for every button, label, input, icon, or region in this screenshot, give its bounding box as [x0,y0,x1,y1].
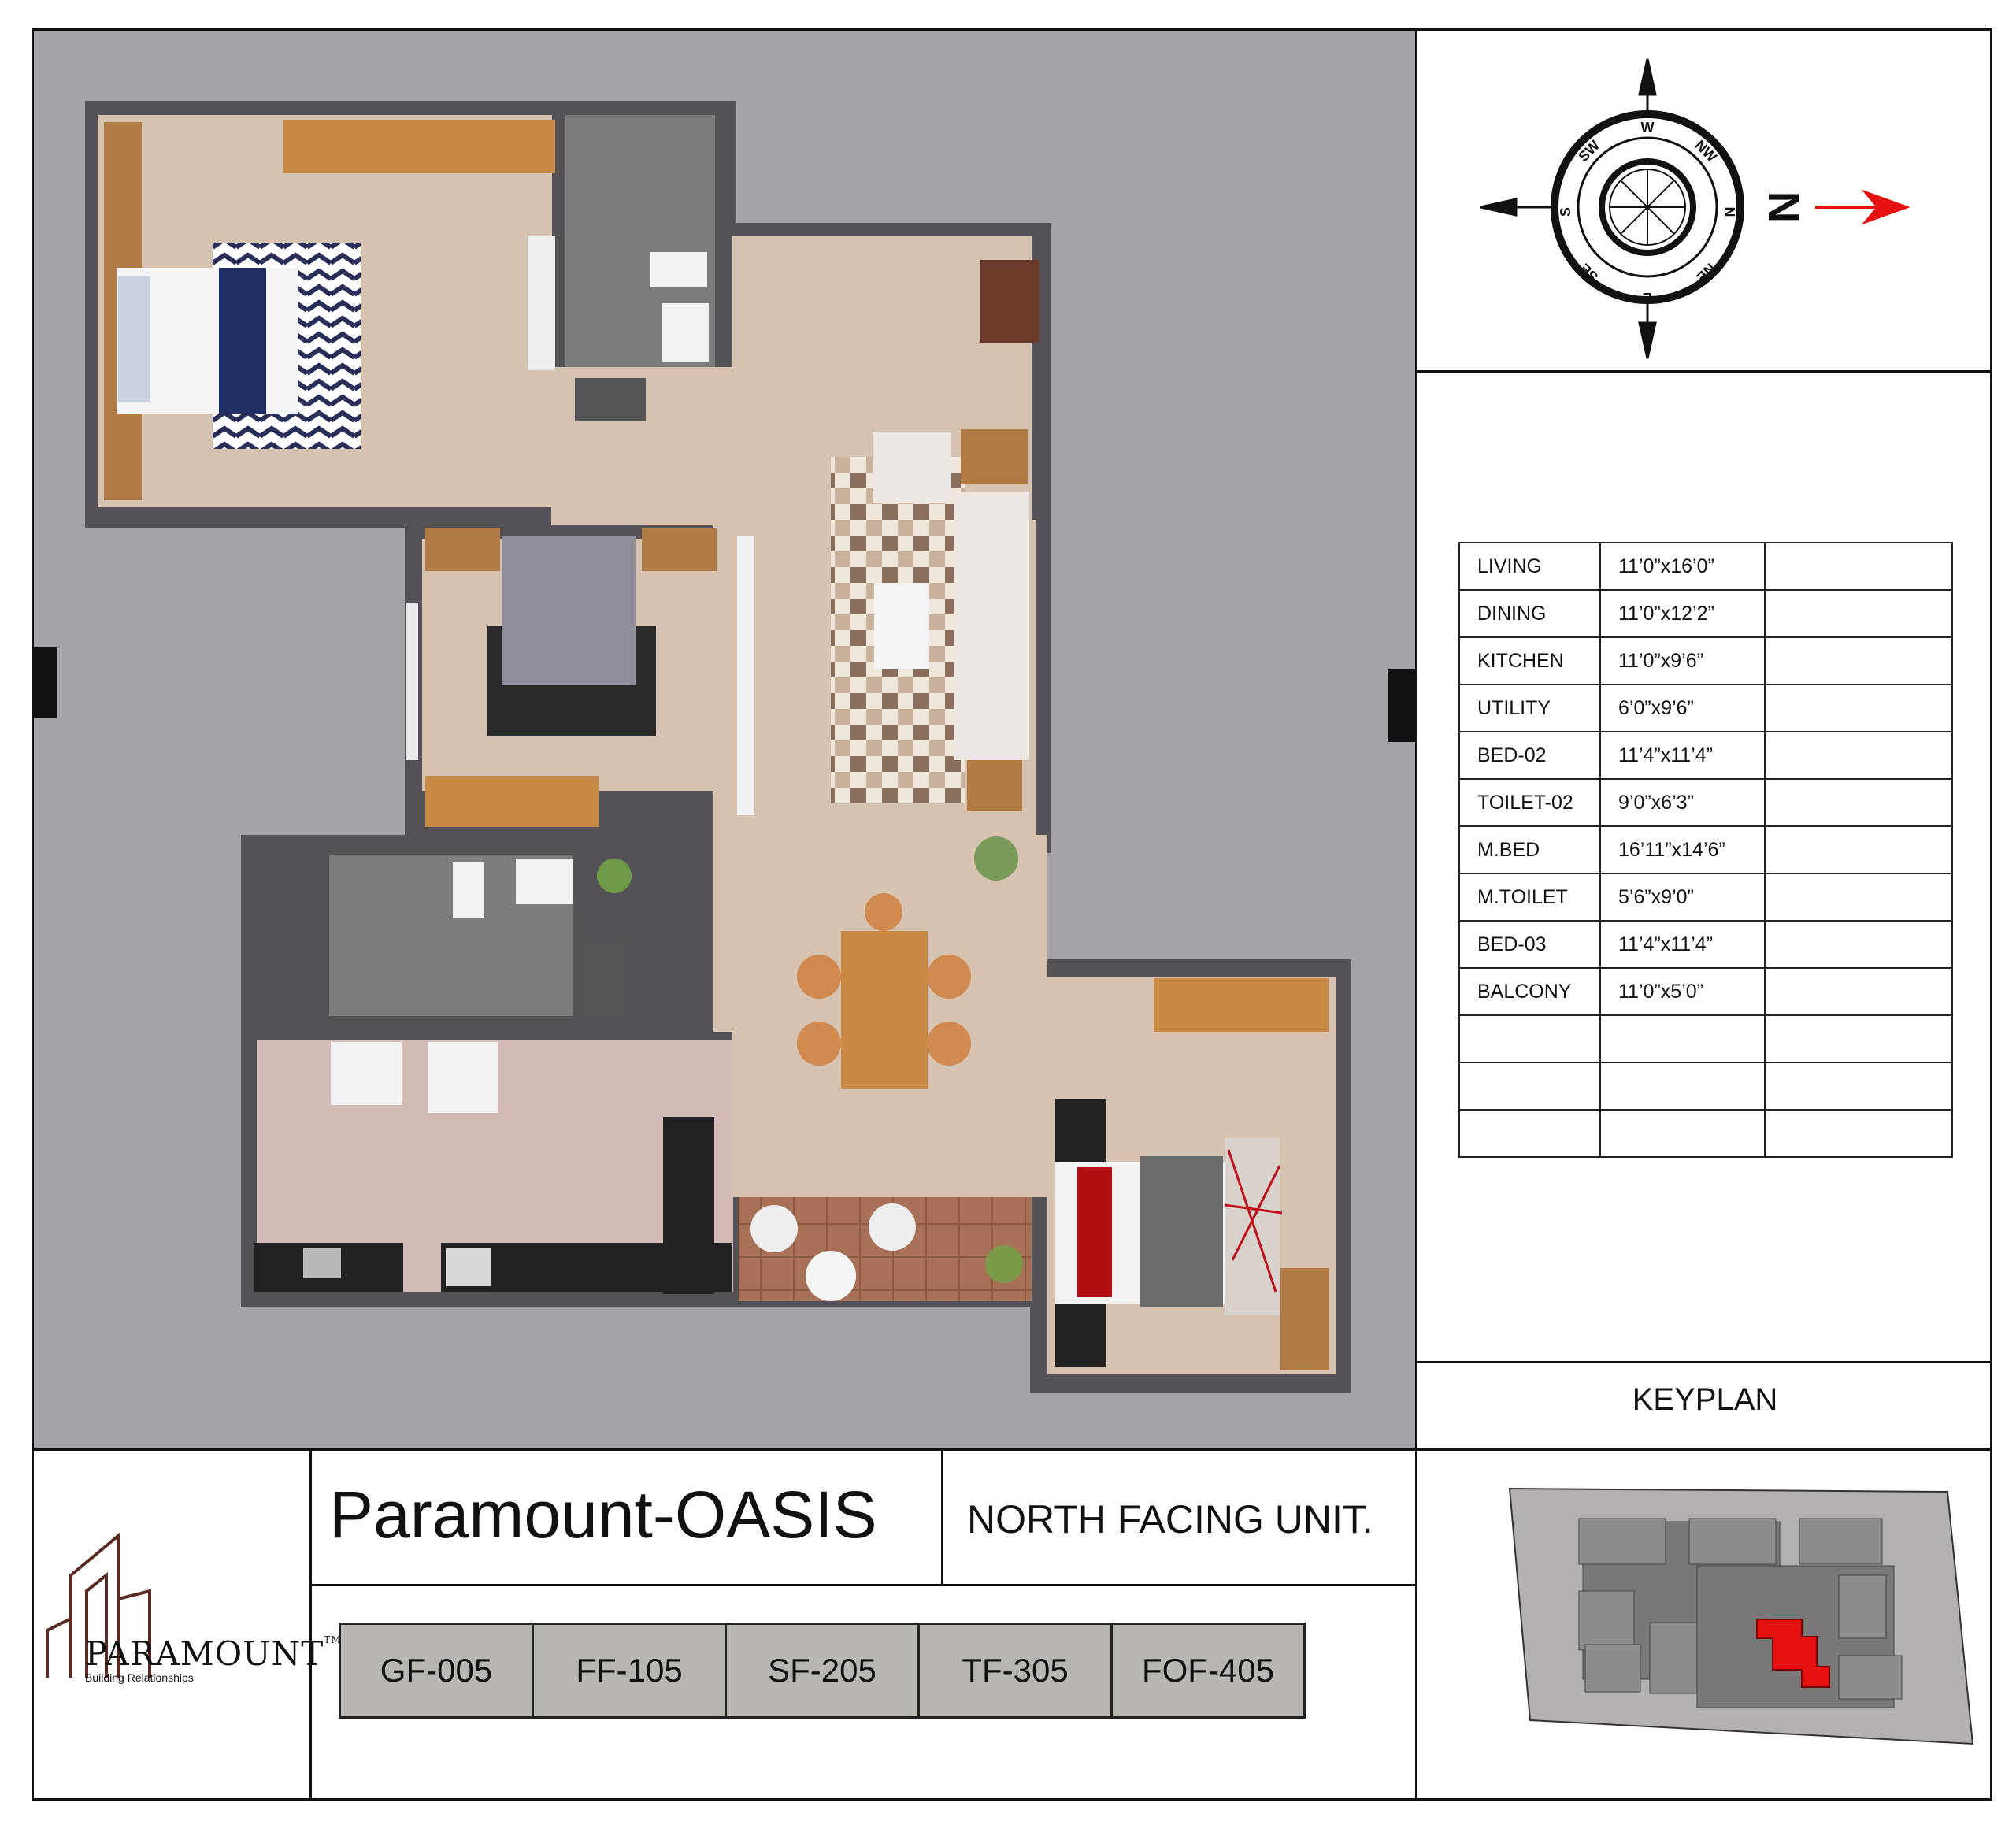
room-extra [1764,920,1953,969]
divider-logo [309,1448,312,1801]
divider-keyplan [1415,1448,1418,1801]
room-extra [1764,731,1953,780]
room-name: TOILET-02 [1458,778,1601,827]
room-extra [1764,542,1953,591]
keyplan-drawing [1508,1487,1974,1745]
room-name: BED-02 [1458,731,1601,780]
room-extra [1764,1014,1953,1063]
compass-label: S [1558,207,1573,217]
room-name: LIVING [1458,542,1601,591]
toilet-02-fixtures [453,859,624,1014]
divider-units [309,1584,1415,1586]
room-size: 11’4”x11’4” [1599,731,1766,780]
right-marker [1388,669,1416,742]
room-extra [1764,636,1953,685]
compass-label: E [1643,290,1652,306]
divider-keyplan-label [1415,1361,1992,1363]
room-size: 11’0”x5’0” [1599,967,1766,1016]
room-extra [1764,684,1953,732]
bed-03-furniture [1055,978,1329,1370]
floor-plan-drawing [34,101,1416,1393]
living-furniture [737,260,1040,881]
room-name: KITCHEN [1458,636,1601,685]
unit-box: GF-005 [339,1623,534,1719]
logo-tagline: Building Relationships [85,1671,194,1684]
room-row [1458,1109,1953,1158]
kitchen-furniture [254,1042,732,1294]
logo-wordmark: PARAMOUNTTM [85,1634,342,1673]
divider-compass [1415,370,1992,373]
room-extra [1764,825,1953,874]
room-size [1599,1014,1766,1063]
unit-box: FOF-405 [1110,1623,1306,1719]
room-name: BALCONY [1458,967,1601,1016]
room-size [1599,1109,1766,1158]
dining-furniture [597,859,971,1089]
room-size: 11’0”x9’6” [1599,636,1766,685]
unit-box: TF-305 [917,1623,1113,1719]
room-name [1458,1062,1601,1111]
divider-title-block [32,1448,1992,1451]
room-size: 9’0”x6’3” [1599,778,1766,827]
room-name [1458,1014,1601,1063]
divider-title-facing [941,1448,943,1584]
divider-right-panel [1415,28,1418,1448]
room-extra [1764,873,1953,922]
room-size: 6’0”x9’6” [1599,684,1766,732]
unit-orientation: NORTH FACING UNIT. [967,1497,1373,1541]
logo-building-icon [46,1532,151,1678]
room-size: 5’6”x9’0” [1599,873,1766,922]
compass-label: W [1641,120,1655,135]
room-extra [1764,778,1953,827]
room-name: BED-03 [1458,920,1601,969]
project-title: Paramount-OASIS [329,1478,877,1552]
room-name: M.TOILET [1458,873,1601,922]
balcony-furniture [750,1203,1023,1301]
room-name: DINING [1458,589,1601,638]
room-row [1458,1062,1953,1111]
compass-rose: W NW N NE E SE S SW N [1480,58,1910,359]
room-extra [1764,967,1953,1016]
room-extra [1764,1109,1953,1158]
master-bedroom-furniture [104,120,646,500]
keyplan-unit-highlight [1756,1619,1830,1688]
room-name [1458,1109,1601,1158]
sheet-border [32,28,1992,1801]
unit-box: FF-105 [532,1623,727,1719]
room-name: M.BED [1458,825,1601,874]
room-size: 11’0”x12’2” [1599,589,1766,638]
room-extra [1764,1062,1953,1111]
room-size: 16’11”x14’6” [1599,825,1766,874]
compass-spokes [1610,170,1684,244]
unit-box: SF-205 [724,1623,920,1719]
keyplan-label: KEYPLAN [1632,1382,1778,1417]
north-arrow-red [1815,189,1910,225]
room-name: UTILITY [1458,684,1601,732]
compass-label: N [1721,207,1737,217]
room-size: 11’0”x16’0” [1599,542,1766,591]
room-size [1599,1062,1766,1111]
north-letter: N [1759,191,1809,223]
master-toilet-fixtures [650,252,709,362]
room-size: 11’4”x11’4” [1599,920,1766,969]
left-marker [34,647,57,718]
bed-02-furniture [406,528,717,827]
room-row [1458,1014,1953,1063]
room-extra [1764,589,1953,638]
